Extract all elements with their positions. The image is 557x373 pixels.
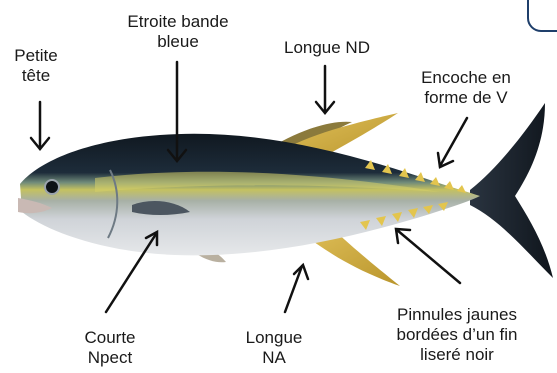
label-longue-nd: Longue ND [262, 38, 392, 58]
label-line: Petite [6, 46, 66, 66]
arrow-encoche [438, 118, 467, 167]
label-line: liseré noir [372, 345, 542, 365]
arrow-pinnules [396, 229, 460, 283]
label-petite-tete: Petite tête [6, 46, 66, 86]
label-line: NA [234, 348, 314, 368]
label-line: Longue [234, 328, 314, 348]
label-line: bleue [98, 32, 258, 52]
label-courte-npect: Courte Npect [70, 328, 150, 368]
caudal-fin [470, 103, 553, 278]
label-line: Pinnules jaunes [372, 305, 542, 325]
arrow-longue-nd [316, 66, 334, 113]
label-line: tête [6, 66, 66, 86]
label-encoche: Encoche en forme de V [404, 68, 528, 108]
fish-body [20, 134, 480, 256]
label-line: bordées d’un fin [372, 325, 542, 345]
label-line: Courte [70, 328, 150, 348]
label-line: Npect [70, 348, 150, 368]
label-pinnules: Pinnules jaunes bordées d’un fin liseré … [372, 305, 542, 365]
arrow-longue-na [285, 265, 308, 312]
label-longue-na: Longue NA [234, 328, 314, 368]
label-line: Encoche en [404, 68, 528, 88]
arrow-petite-tete [31, 102, 49, 149]
label-line: Longue ND [262, 38, 392, 58]
label-line: Etroite bande [98, 12, 258, 32]
label-etroite-bande: Etroite bande bleue [98, 12, 258, 52]
label-line: forme de V [404, 88, 528, 108]
eye [45, 180, 59, 194]
